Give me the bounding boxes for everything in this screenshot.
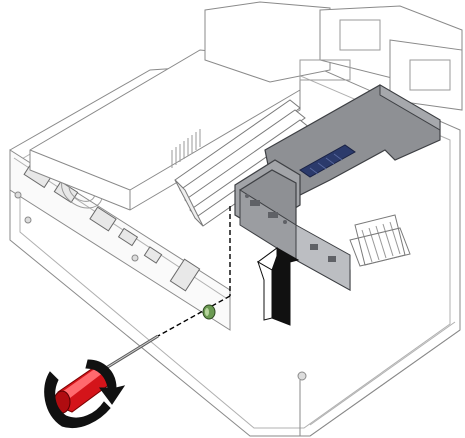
dashed-guide: [157, 206, 231, 337]
screw: [202, 304, 216, 320]
rear-panel: [204, 1, 463, 111]
heatsink: [349, 214, 411, 267]
power-supply: [29, 49, 301, 211]
lift-arrow: [257, 247, 300, 326]
riser-cage: [234, 84, 441, 292]
rotation-arrow: [44, 359, 126, 428]
